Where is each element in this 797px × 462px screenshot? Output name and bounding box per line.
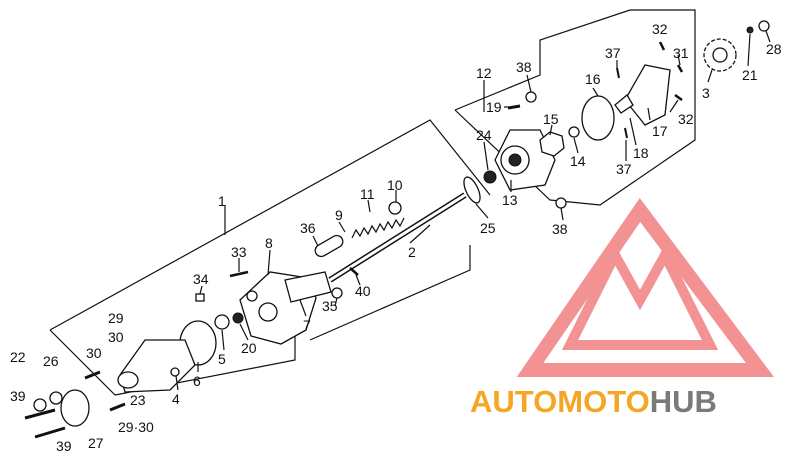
label-35: 35 — [322, 298, 338, 314]
bolt-part-39b — [34, 426, 66, 439]
label-24: 24 — [476, 127, 492, 143]
part-labels: 1 2 3 4 5 6 7 8 9 10 11 12 13 14 15 16 1… — [10, 21, 782, 454]
plate-part-18 — [614, 94, 634, 114]
gear-part-20 — [232, 312, 244, 324]
watermark-hub: HUB — [650, 384, 717, 419]
watermark-text: AUTOMOTOHUB — [470, 384, 717, 419]
label-9: 9 — [335, 207, 343, 223]
pump-housing-part-13 — [494, 129, 556, 191]
rotor-part-5 — [214, 314, 230, 330]
label-31: 31 — [673, 45, 689, 61]
bolt-part-21 — [746, 26, 754, 34]
label-28: 28 — [766, 41, 782, 57]
cover-part-17 — [624, 64, 671, 126]
label-7: 7 — [303, 317, 311, 333]
clip-part-35 — [331, 287, 343, 299]
pin-part-32b — [674, 93, 683, 102]
label-38a: 38 — [516, 59, 532, 75]
label-1: 1 — [218, 193, 226, 209]
pin-part-31 — [676, 64, 684, 73]
pin-part-37a — [616, 67, 620, 79]
label-5: 5 — [218, 351, 226, 367]
label-39b: 39 — [56, 438, 72, 454]
outer-part-14 — [568, 126, 580, 138]
pin-part-34 — [195, 293, 205, 302]
label-36: 36 — [300, 220, 316, 236]
pin-part-36 — [314, 234, 344, 258]
label-30b: 30 — [86, 345, 102, 361]
label-12: 12 — [476, 65, 492, 81]
label-21: 21 — [742, 67, 758, 83]
leader-lines — [175, 30, 771, 391]
label-16: 16 — [585, 71, 601, 87]
label-38b: 38 — [552, 221, 568, 237]
o-ring-part-25 — [463, 176, 481, 204]
seal-part-24 — [483, 170, 497, 184]
label-2: 2 — [408, 244, 416, 260]
bolt-part-30 — [84, 370, 101, 380]
bolt-part-39a — [24, 408, 56, 420]
watermark-automoto: AUTOMOTO — [470, 384, 650, 419]
label-20: 20 — [241, 340, 257, 356]
label-39a: 39 — [10, 388, 26, 404]
o-ring-part-27 — [60, 389, 90, 427]
label-19: 19 — [486, 99, 502, 115]
plate-part-7 — [284, 271, 332, 303]
bolt-part-38a — [525, 91, 537, 103]
bolt-part-29-30 — [109, 402, 126, 412]
label-13: 13 — [502, 192, 518, 208]
label-18: 18 — [633, 145, 649, 161]
pin-part-4 — [170, 367, 180, 377]
spring-part-11 — [351, 217, 405, 239]
label-3: 3 — [702, 85, 710, 101]
label-4: 4 — [172, 391, 180, 407]
cover-part-23 — [117, 339, 196, 393]
washer-part-22 — [33, 398, 47, 412]
label-23: 23 — [130, 392, 146, 408]
label-8: 8 — [265, 235, 273, 251]
logo-inner-shape — [561, 244, 719, 350]
label-29: 29 — [108, 310, 124, 326]
label-29-30: 29·30 — [118, 419, 154, 435]
shaft-part-2 — [328, 192, 467, 283]
label-27: 27 — [88, 435, 104, 451]
label-33: 33 — [231, 244, 247, 260]
label-37b: 37 — [616, 161, 632, 177]
label-26: 26 — [43, 353, 59, 369]
inner-rotor-part-15 — [539, 131, 565, 157]
washer-part-28 — [758, 20, 770, 32]
pin-part-33 — [229, 270, 249, 278]
label-37a: 37 — [605, 45, 621, 61]
label-17: 17 — [652, 123, 668, 139]
pin-part-32a — [658, 41, 666, 51]
pin-part-37b — [624, 127, 628, 139]
pin-part-19 — [507, 104, 521, 110]
label-30a: 30 — [108, 329, 124, 345]
label-10: 10 — [387, 177, 403, 193]
collar-part-10 — [388, 201, 402, 215]
bolt-part-38b — [555, 197, 567, 209]
watermark-logo — [516, 198, 774, 377]
label-25: 25 — [480, 220, 496, 236]
label-11: 11 — [360, 186, 375, 202]
label-32b: 32 — [678, 111, 694, 127]
label-15: 15 — [543, 111, 559, 127]
washer-part-26 — [49, 391, 63, 405]
sprocket-part-3 — [703, 38, 737, 72]
label-34: 34 — [193, 271, 209, 287]
watermark-word-1: AUTOMOTOHUB — [470, 384, 717, 419]
gasket-part-16 — [581, 95, 615, 141]
pin-part-40 — [349, 267, 359, 276]
label-40: 40 — [355, 283, 371, 299]
label-22: 22 — [10, 349, 26, 365]
logo-outer-triangle — [516, 198, 774, 377]
label-32a: 32 — [652, 21, 668, 37]
label-6: 6 — [193, 373, 201, 389]
label-14: 14 — [570, 153, 586, 169]
